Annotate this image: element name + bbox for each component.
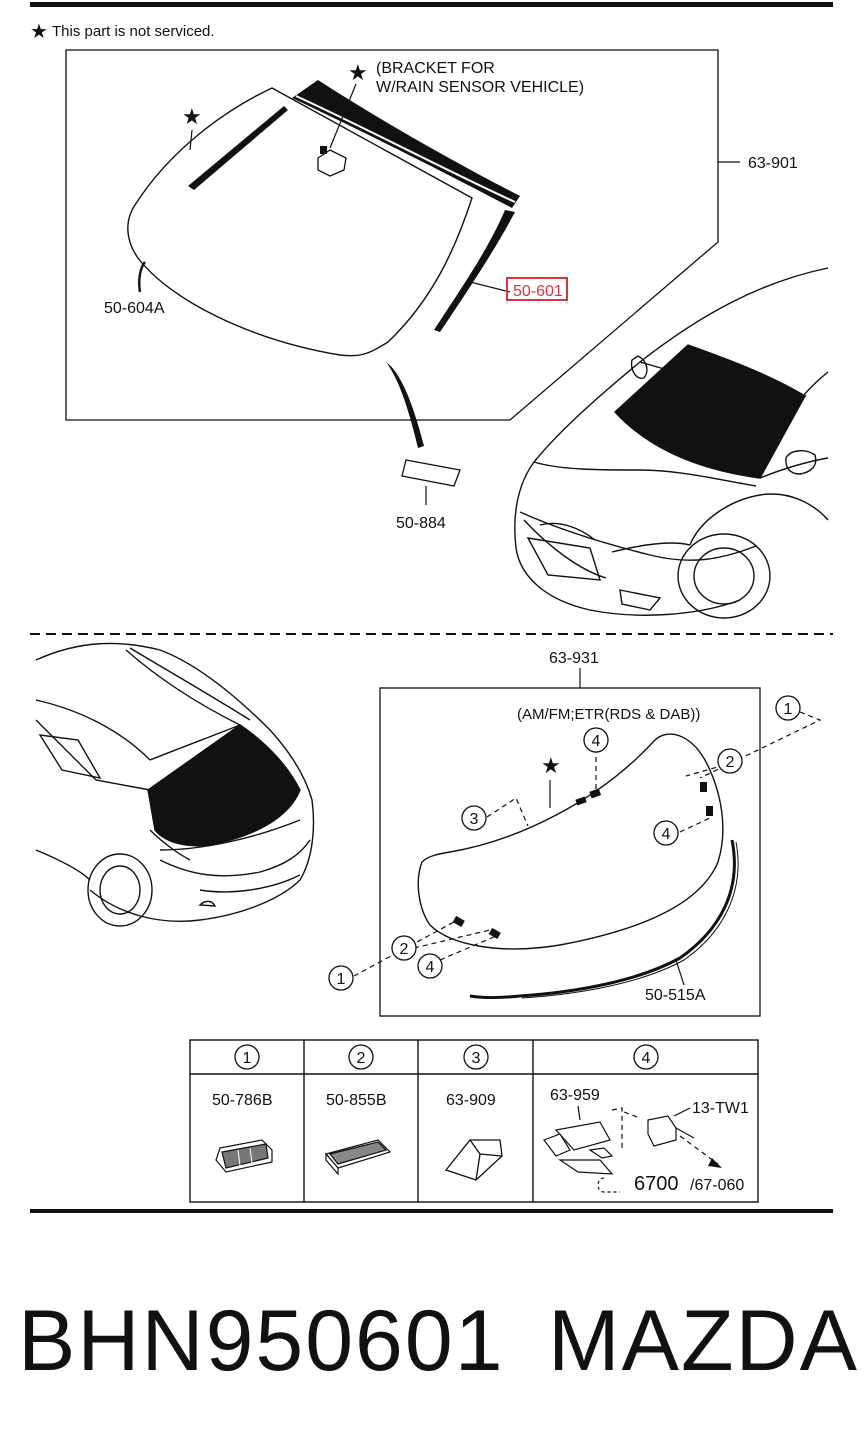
rear-glass-frame xyxy=(379,687,761,1017)
molding-label: 50-604A xyxy=(104,300,165,317)
svg-text:3: 3 xyxy=(470,811,479,828)
star-icon: ★ xyxy=(541,753,561,778)
clip-part-1-icon xyxy=(215,1139,273,1173)
highlight-box xyxy=(506,277,568,301)
svg-text:4: 4 xyxy=(642,1050,651,1067)
windshield-assembly-label: 63-901 xyxy=(748,155,798,172)
svg-text:4: 4 xyxy=(426,959,435,976)
upper-molding xyxy=(292,80,520,208)
table-header-circles xyxy=(234,1044,659,1070)
rear-car-illustration xyxy=(35,642,315,927)
variant-note: (AM/FM;ETR(RDS & DAB)) xyxy=(517,706,700,723)
star-icon: ★ xyxy=(182,104,202,129)
svg-text:1: 1 xyxy=(784,701,793,718)
callout-numbers: 3 4 1 2 4 1 2 4 xyxy=(337,701,793,988)
arrow-icon xyxy=(708,1158,722,1168)
part-label-3: 63-909 xyxy=(446,1092,496,1109)
svg-text:4: 4 xyxy=(592,733,601,750)
svg-text:4: 4 xyxy=(662,826,671,843)
parts-table xyxy=(189,1039,759,1203)
svg-text:3: 3 xyxy=(472,1050,481,1067)
callout-group xyxy=(353,711,822,977)
svg-text:2: 2 xyxy=(400,941,409,958)
block-part-3-icon xyxy=(444,1139,503,1181)
rear-molding-label: 50-515A xyxy=(645,987,706,1004)
svg-text:1: 1 xyxy=(337,971,346,988)
glass-dam xyxy=(386,362,424,448)
star-icon: ★ xyxy=(348,60,368,85)
side-molding-label: 50-601 xyxy=(513,283,563,300)
sensor-cover-label: 50-884 xyxy=(396,515,446,532)
brand-name: MAZDA xyxy=(548,1293,859,1389)
svg-text:2: 2 xyxy=(726,754,735,771)
connector-icon xyxy=(597,1177,620,1193)
part-number: BHN950601 xyxy=(18,1293,505,1389)
sensor-cover xyxy=(401,459,461,487)
windshield-glass xyxy=(127,87,473,357)
bottom-rule xyxy=(30,1209,833,1213)
extra-part-label-1: 13-TW1 xyxy=(692,1100,749,1117)
windshield-frame xyxy=(65,49,719,421)
callout-circles xyxy=(328,695,801,991)
star-icon: ★ xyxy=(30,21,48,43)
table-header-numbers: 1 2 3 4 xyxy=(243,1050,651,1067)
not-serviced-note: This part is not serviced. xyxy=(52,23,215,40)
front-car-illustration xyxy=(514,267,829,619)
glass-clips xyxy=(452,782,713,939)
rear-glass xyxy=(417,733,724,950)
extra-part-label-3: /67-060 xyxy=(690,1177,744,1194)
part-label-2: 50-855B xyxy=(326,1092,387,1109)
part-label-1: 50-786B xyxy=(212,1092,273,1109)
lower-molding xyxy=(469,839,736,999)
rear-glass-assembly-label: 63-931 xyxy=(549,650,599,667)
bracket-label-line2: W/RAIN SENSOR VEHICLE) xyxy=(376,79,584,96)
svg-text:2: 2 xyxy=(357,1050,366,1067)
svg-text:1: 1 xyxy=(243,1050,252,1067)
top-rule xyxy=(30,2,833,7)
spacer-part-2-icon xyxy=(324,1139,392,1176)
side-molding xyxy=(434,210,515,332)
extra-part-label-2: 6700 xyxy=(634,1173,679,1195)
left-molding xyxy=(188,106,288,190)
bracket-label-line1: (BRACKET FOR xyxy=(376,60,495,77)
rain-sensor-bracket xyxy=(317,149,347,177)
part-label-4: 63-959 xyxy=(550,1087,600,1104)
antenna-part-4-icon xyxy=(543,1105,695,1175)
